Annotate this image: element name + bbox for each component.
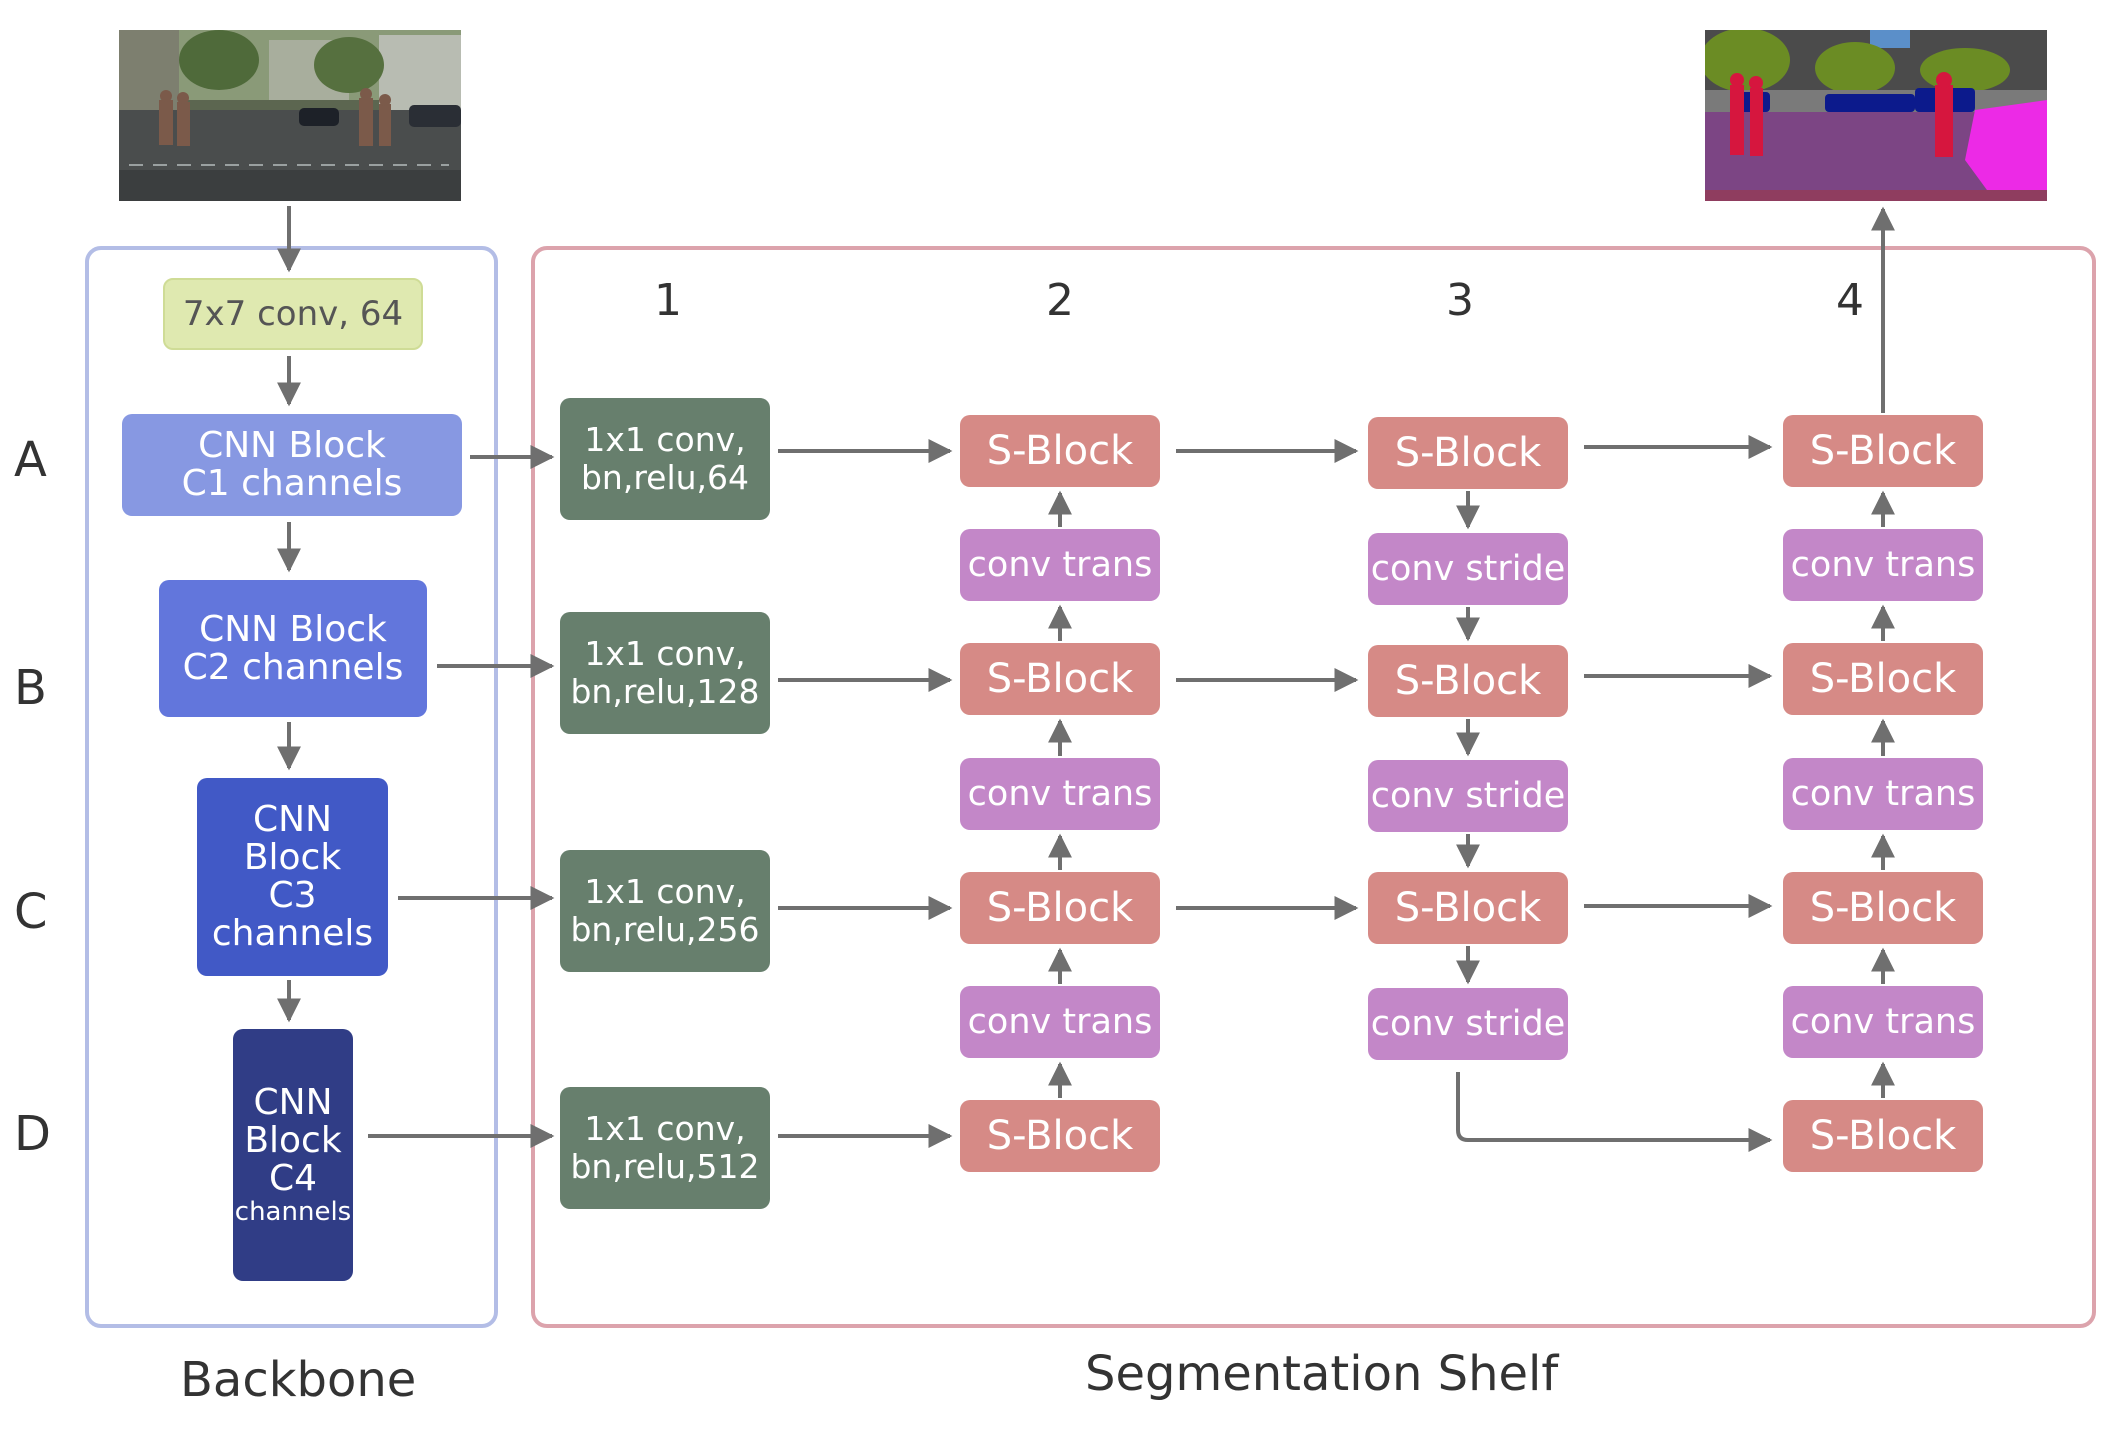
- row-label-a: A: [14, 432, 47, 488]
- conv-trans-4cd: conv trans: [1783, 986, 1983, 1058]
- conv-trans-4bc-label: conv trans: [1790, 774, 1976, 814]
- conv-trans-4ab-label: conv trans: [1790, 545, 1976, 585]
- cnn-block-c1: CNN Block C1 channels: [122, 414, 462, 516]
- reducer-a-line-1: 1x1 conv,: [584, 420, 746, 459]
- conv-trans-2cd: conv trans: [960, 986, 1160, 1058]
- s-block-4b: S-Block: [1783, 643, 1983, 715]
- conv-trans-2ab-label: conv trans: [967, 545, 1153, 585]
- s-block-4a: S-Block: [1783, 415, 1983, 487]
- s-block-2a: S-Block: [960, 415, 1160, 487]
- s-block-4c: S-Block: [1783, 872, 1983, 944]
- row-label-c: C: [14, 884, 48, 940]
- s-block-2a-label: S-Block: [986, 428, 1134, 474]
- conv-trans-2bc: conv trans: [960, 758, 1160, 830]
- segmentation-map: [1705, 30, 2047, 201]
- s-block-4a-label: S-Block: [1809, 428, 1957, 474]
- s-block-2d-label: S-Block: [986, 1113, 1134, 1159]
- s-block-4d: S-Block: [1783, 1100, 1983, 1172]
- reducer-c-line-2: bn,relu,256: [570, 910, 760, 949]
- column-label-4: 4: [1836, 275, 1864, 326]
- conv-stride-3bc: conv stride: [1368, 760, 1568, 832]
- conv-trans-2cd-label: conv trans: [967, 1002, 1153, 1042]
- conv-trans-2ab: conv trans: [960, 529, 1160, 601]
- cnn-block-c3-line-3: C3: [268, 875, 317, 916]
- input-image: [119, 30, 461, 201]
- cnn-block-c2: CNN Block C2 channels: [159, 580, 427, 717]
- cnn-block-c3: CNN Block C3 channels: [197, 778, 388, 976]
- conv-trans-2bc-label: conv trans: [967, 774, 1153, 814]
- cnn-block-c4-line-1: CNN: [253, 1082, 333, 1123]
- s-block-2b: S-Block: [960, 643, 1160, 715]
- row-label-d: D: [14, 1106, 51, 1162]
- s-block-3c: S-Block: [1368, 872, 1568, 944]
- cnn-block-c1-line-1: CNN Block: [198, 425, 386, 466]
- s-block-4b-label: S-Block: [1809, 656, 1957, 702]
- output-segmentation-image: [1705, 30, 2047, 201]
- backbone-frame: [85, 246, 498, 1328]
- row-label-b: B: [14, 660, 47, 716]
- conv-stride-3bc-label: conv stride: [1370, 776, 1566, 816]
- reducer-b-line-1: 1x1 conv,: [584, 634, 746, 673]
- cnn-block-c2-line-2: C2 channels: [182, 646, 404, 688]
- s-block-3a-label: S-Block: [1394, 430, 1542, 476]
- conv-stride-3ab-label: conv stride: [1370, 549, 1566, 589]
- s-block-3c-label: S-Block: [1394, 885, 1542, 931]
- column-label-2: 2: [1046, 275, 1074, 326]
- cnn-block-c4-line-2: Block: [244, 1120, 342, 1161]
- cnn-block-c2-line-1: CNN Block: [199, 608, 387, 650]
- s-block-3b-label: S-Block: [1394, 658, 1542, 704]
- column-label-1: 1: [654, 275, 682, 326]
- stem-conv-label: 7x7 conv, 64: [182, 294, 404, 334]
- s-block-4c-label: S-Block: [1809, 885, 1957, 931]
- s-block-2c: S-Block: [960, 872, 1160, 944]
- s-block-3b: S-Block: [1368, 645, 1568, 717]
- input-street-scene: [119, 30, 461, 201]
- reducer-b-line-2: bn,relu,128: [570, 672, 760, 711]
- segmentation-shelf-frame: [531, 246, 2096, 1328]
- reducer-d-line-2: bn,relu,512: [570, 1147, 760, 1186]
- segmentation-shelf-caption: Segmentation Shelf: [1085, 1346, 1559, 1402]
- backbone-caption: Backbone: [180, 1352, 417, 1408]
- reducer-d-line-1: 1x1 conv,: [584, 1109, 746, 1148]
- conv-trans-4bc: conv trans: [1783, 758, 1983, 830]
- conv-stride-3ab: conv stride: [1368, 533, 1568, 605]
- s-block-2d: S-Block: [960, 1100, 1160, 1172]
- s-block-2b-label: S-Block: [986, 656, 1134, 702]
- cnn-block-c1-line-2: C1 channels: [181, 463, 403, 504]
- reducer-d: 1x1 conv, bn,relu,512: [560, 1087, 770, 1209]
- cnn-block-c3-line-4: channels: [211, 913, 374, 954]
- cnn-block-c4-line-4: channels: [234, 1197, 352, 1227]
- column-label-3: 3: [1446, 275, 1474, 326]
- reducer-a-line-2: bn,relu,64: [580, 458, 750, 497]
- s-block-3a: S-Block: [1368, 417, 1568, 489]
- conv-stride-3cd: conv stride: [1368, 988, 1568, 1060]
- cnn-block-c4: CNN Block C4 channels: [233, 1029, 353, 1281]
- conv-trans-4cd-label: conv trans: [1790, 1002, 1976, 1042]
- s-block-2c-label: S-Block: [986, 885, 1134, 931]
- conv-trans-4ab: conv trans: [1783, 529, 1983, 601]
- stem-conv-block: 7x7 conv, 64: [163, 278, 423, 350]
- conv-stride-3cd-label: conv stride: [1370, 1004, 1566, 1044]
- reducer-a: 1x1 conv, bn,relu,64: [560, 398, 770, 520]
- cnn-block-c3-line-2: Block: [243, 837, 342, 878]
- cnn-block-c3-line-1: CNN: [253, 799, 332, 840]
- cnn-block-c4-line-3: C4: [268, 1158, 318, 1199]
- reducer-c-line-1: 1x1 conv,: [584, 872, 746, 911]
- reducer-c: 1x1 conv, bn,relu,256: [560, 850, 770, 972]
- s-block-4d-label: S-Block: [1809, 1113, 1957, 1159]
- reducer-b: 1x1 conv, bn,relu,128: [560, 612, 770, 734]
